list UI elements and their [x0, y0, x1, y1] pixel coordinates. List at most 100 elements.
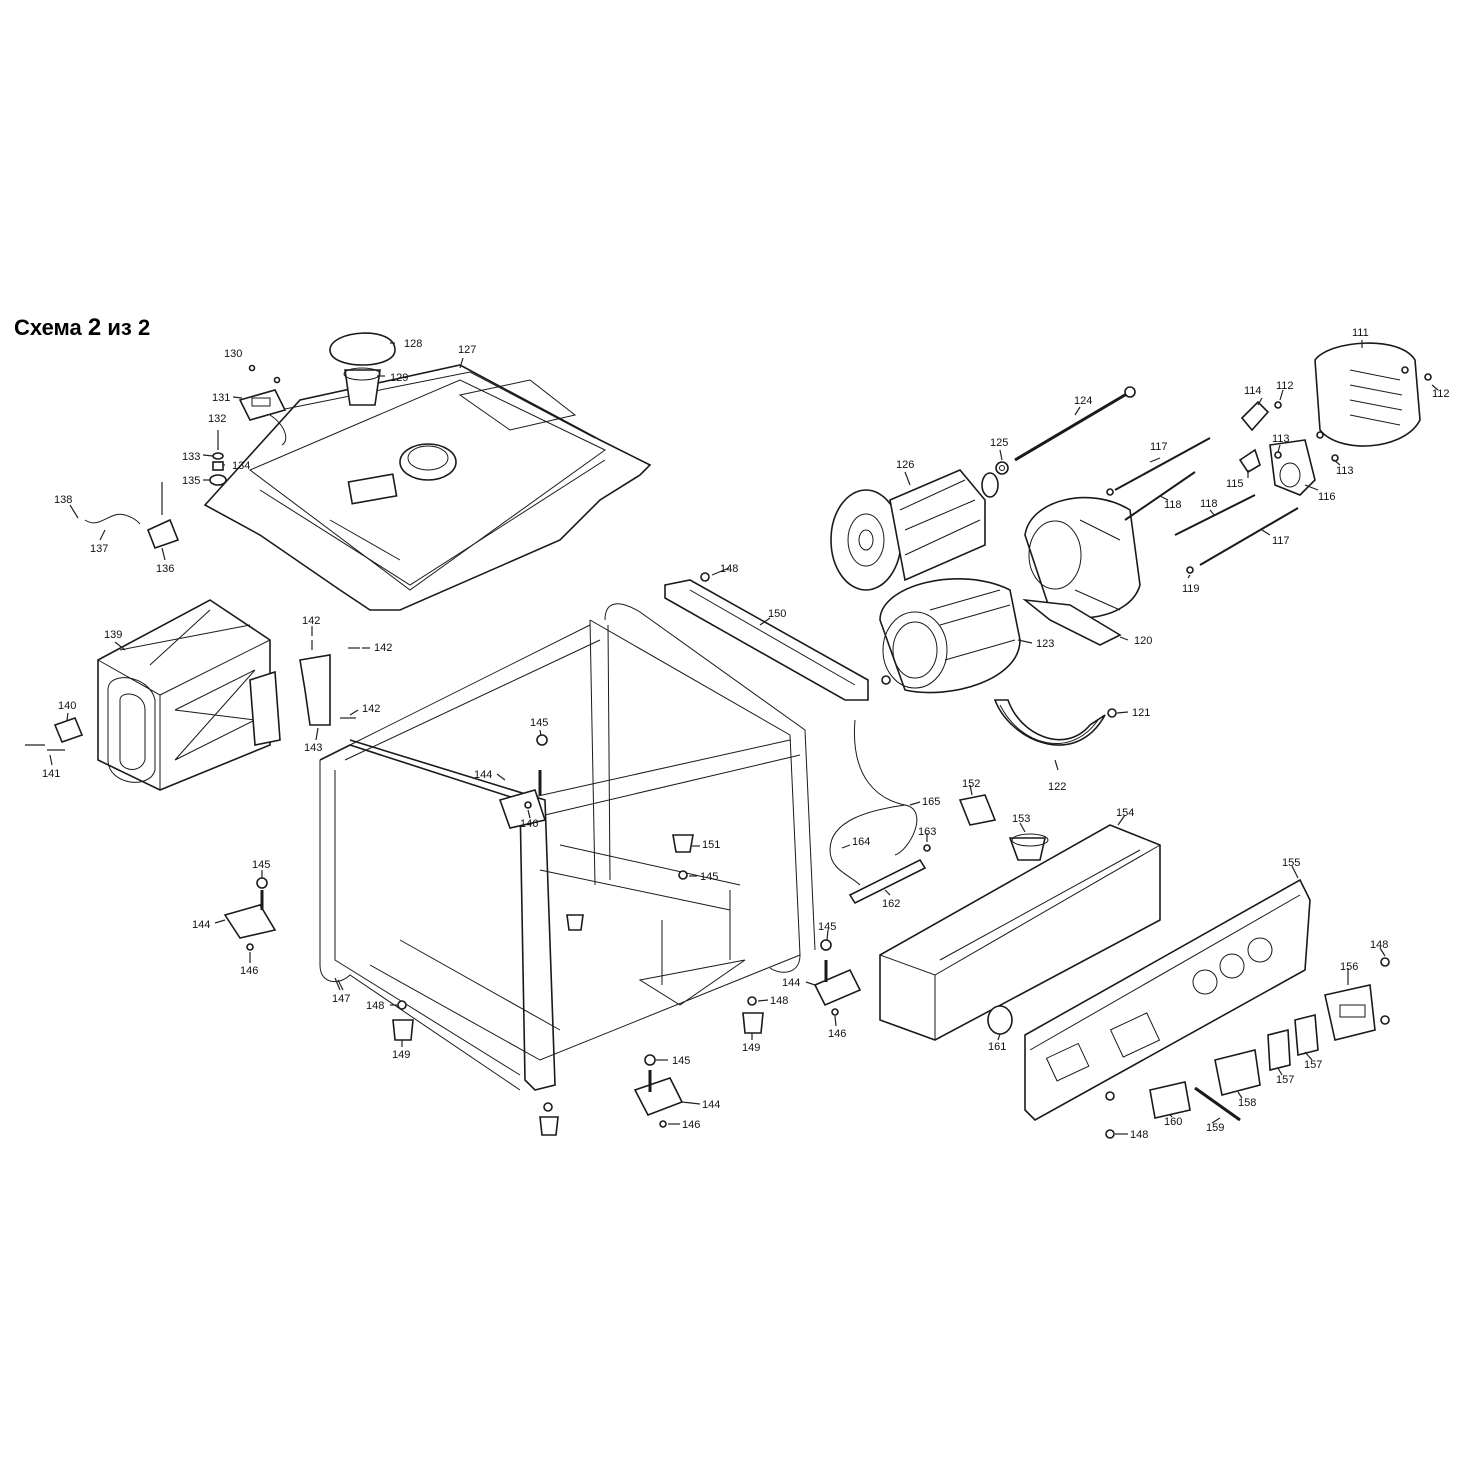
callout-159: 159	[1206, 1122, 1224, 1134]
callout-156: 156	[1340, 961, 1358, 973]
callout-143: 143	[304, 742, 322, 754]
bracket	[299, 654, 331, 726]
callout-122: 122	[1048, 781, 1066, 793]
callout-149: 149	[742, 1042, 760, 1054]
callout-154: 154	[1116, 807, 1134, 819]
callout-129: 129	[390, 372, 408, 384]
shaft-bolt	[995, 386, 1136, 475]
callout-147: 147	[332, 993, 350, 1005]
callout-128: 128	[404, 338, 422, 350]
callout-112: 112	[1432, 388, 1450, 400]
callout-146: 146	[240, 965, 258, 977]
power-socket	[958, 794, 997, 826]
leader-lines	[49, 340, 1439, 1135]
callout-124: 124	[1074, 395, 1092, 407]
callout-157: 157	[1276, 1074, 1294, 1086]
callout-144: 144	[474, 769, 492, 781]
callout-145: 145	[700, 871, 718, 883]
callout-134: 134	[232, 460, 250, 472]
gasket	[53, 716, 84, 744]
callout-142: 142	[302, 615, 320, 627]
callout-112: 112	[1276, 380, 1294, 392]
callout-144: 144	[782, 977, 800, 989]
callout-142: 142	[362, 703, 380, 715]
callout-140: 140	[58, 700, 76, 712]
callout-139: 139	[104, 629, 122, 641]
callout-158: 158	[1238, 1097, 1256, 1109]
callout-113: 113	[1272, 433, 1290, 445]
callout-123: 123	[1036, 638, 1054, 650]
callout-labels: 111 112 112 113 113 114 115 116 117 117 …	[42, 327, 1450, 1141]
callout-135: 135	[182, 475, 200, 487]
callout-116: 116	[1318, 491, 1336, 503]
vibration-mounts	[223, 572, 1390, 1139]
fuel-cap	[329, 332, 396, 406]
diagram-title: Схема 2 из 2	[14, 314, 150, 342]
callout-141: 141	[42, 768, 60, 780]
callout-162: 162	[882, 898, 900, 910]
callout-113: 113	[1336, 465, 1354, 477]
callout-157: 157	[1304, 1059, 1322, 1071]
callout-155: 155	[1282, 857, 1300, 869]
callout-138: 138	[54, 494, 72, 506]
callout-146: 146	[682, 1119, 700, 1131]
callout-120: 120	[1134, 635, 1152, 647]
control-panel	[1024, 878, 1311, 1121]
title-separator: из	[107, 315, 132, 340]
callout-117: 117	[1272, 535, 1290, 547]
callout-160: 160	[1164, 1116, 1182, 1128]
callout-145: 145	[672, 1055, 690, 1067]
callout-142: 142	[374, 642, 392, 654]
callout-127: 127	[458, 344, 476, 356]
callout-145: 145	[530, 717, 548, 729]
fuel-gauge-group	[84, 364, 287, 550]
callout-118: 118	[1164, 499, 1182, 511]
ground-wire	[853, 719, 918, 856]
ground-bar	[848, 858, 927, 905]
callout-152: 152	[962, 778, 980, 790]
title-page-number: 2	[87, 314, 102, 341]
callout-119: 119	[1182, 583, 1200, 595]
title-word: Схема	[14, 315, 82, 340]
callout-161: 161	[988, 1041, 1006, 1053]
end-housing	[1022, 496, 1141, 646]
callout-144: 144	[702, 1099, 720, 1111]
callout-146: 146	[520, 818, 538, 830]
frame	[319, 603, 816, 1091]
callout-117: 117	[1150, 441, 1168, 453]
callout-146: 146	[828, 1028, 846, 1040]
callout-132: 132	[208, 413, 226, 425]
stator	[879, 578, 1021, 694]
circuit-breaker	[1214, 1049, 1261, 1096]
control-box	[879, 824, 1161, 1041]
voltmeter	[1149, 1081, 1191, 1119]
callout-118: 118	[1200, 498, 1218, 510]
callout-164: 164	[852, 836, 870, 848]
fuel-tank	[203, 364, 652, 611]
terminal-block	[1240, 400, 1270, 432]
callout-111: 111	[1352, 327, 1369, 339]
callout-131: 131	[212, 392, 230, 404]
callout-149: 149	[392, 1049, 410, 1061]
callout-115: 115	[1226, 478, 1244, 490]
callout-137: 137	[90, 543, 108, 555]
callout-165: 165	[922, 796, 940, 808]
rotor	[830, 469, 999, 591]
fan-cover	[1314, 342, 1421, 447]
callout-148: 148	[366, 1000, 384, 1012]
callout-144: 144	[192, 919, 210, 931]
callout-151: 151	[702, 839, 720, 851]
main-socket	[1324, 984, 1376, 1041]
callout-145: 145	[818, 921, 836, 933]
callout-121: 121	[1132, 707, 1150, 719]
callout-148: 148	[720, 563, 738, 575]
callout-145: 145	[252, 859, 270, 871]
callout-114: 114	[1244, 385, 1262, 397]
callout-163: 163	[918, 826, 936, 838]
callout-136: 136	[156, 563, 174, 575]
callout-130: 130	[224, 348, 242, 360]
callout-148: 148	[1370, 939, 1388, 951]
title-page-total: 2	[137, 315, 151, 340]
